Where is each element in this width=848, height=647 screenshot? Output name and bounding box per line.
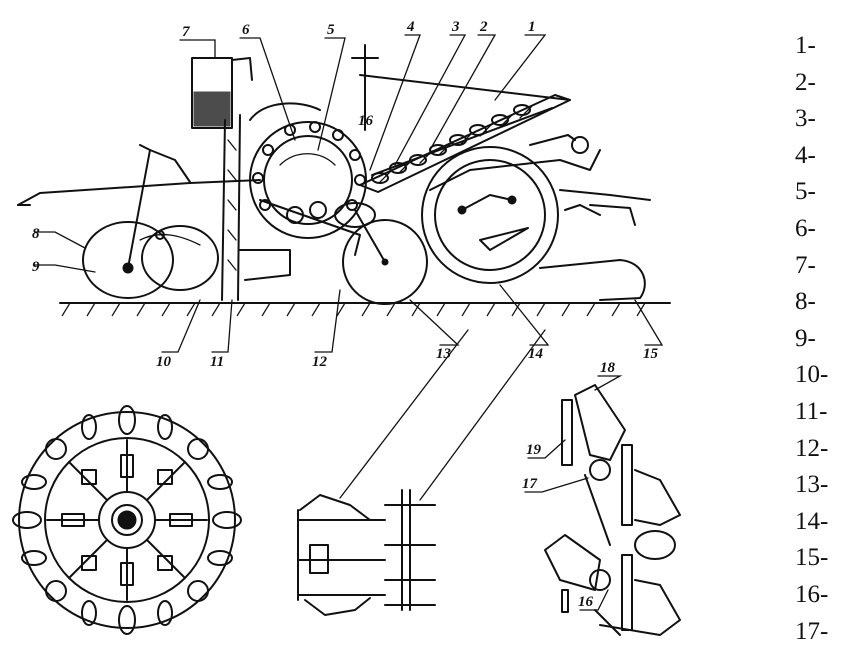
callout-numbers: 7 6 5 4 3 2 1 16 8 9 10 11 12 13 14 15 1… [32, 19, 659, 610]
scraper-detail [524, 375, 681, 636]
legend-item: 15- [795, 544, 829, 572]
callout-12: 12 [312, 354, 328, 370]
callout-7: 7 [182, 24, 190, 40]
legend-item: 8- [795, 288, 816, 316]
inclined-conveyor [351, 44, 571, 193]
drum-inner-slots [61, 454, 193, 586]
callout-8: 8 [32, 226, 40, 242]
callout-14: 14 [528, 346, 544, 362]
legend-item: 7- [795, 251, 816, 279]
legend-item: 17- [795, 617, 829, 645]
legend-item: 13- [795, 471, 829, 499]
legend-item: 9- [795, 324, 816, 352]
legend-item: 6- [795, 214, 816, 242]
drive-wheel [421, 134, 601, 284]
legend-list: 1- 2- 3- 4- 5- 6- 7- 8- 9- 10- 11- 12- 1… [795, 28, 847, 647]
legend-item: 3- [795, 105, 816, 133]
legend-item: 4- [795, 141, 816, 169]
legend-item: 1- [795, 32, 816, 59]
seed-hopper [191, 57, 253, 129]
callout-16: 16 [358, 113, 374, 129]
callout-19: 19 [526, 442, 542, 458]
callout-17: 17 [522, 476, 538, 492]
drum-front-view [12, 405, 242, 635]
legend-item: 2- [795, 68, 816, 96]
callout-6: 6 [242, 22, 250, 38]
legend-item: 16- [795, 580, 829, 608]
rear-wheel-pair [82, 144, 219, 299]
callout-5: 5 [327, 22, 335, 38]
covering-body [539, 204, 646, 301]
ground-line [59, 302, 671, 317]
callout-leaders-top [179, 34, 547, 171]
vertical-conveyor [221, 114, 241, 301]
callout-15: 15 [643, 346, 659, 362]
press-roller [342, 209, 428, 305]
unit-top-view [297, 329, 546, 616]
callout-16-detail: 16 [578, 594, 594, 610]
callout-leaders-bottom [34, 231, 664, 353]
legend-item: 5- [795, 178, 816, 206]
legend-item: 12- [795, 434, 829, 462]
callout-4: 4 [406, 19, 415, 35]
callout-18: 18 [600, 360, 616, 376]
planting-drum [249, 102, 367, 239]
opener-housing [239, 199, 376, 281]
callout-13: 13 [436, 346, 452, 362]
callout-11: 11 [210, 354, 224, 370]
hitch-frame [17, 179, 651, 206]
callout-1: 1 [528, 19, 536, 35]
legend-item: 14- [795, 507, 829, 535]
callout-9: 9 [32, 259, 40, 275]
callout-10: 10 [156, 354, 172, 370]
callout-2: 2 [479, 19, 488, 35]
legend-item: 11- [795, 397, 828, 425]
main-side-view [17, 34, 671, 353]
legend-item: 10- [795, 361, 829, 389]
drum-spokes [46, 439, 208, 601]
callout-3: 3 [451, 19, 460, 35]
drum-cups [12, 405, 242, 635]
